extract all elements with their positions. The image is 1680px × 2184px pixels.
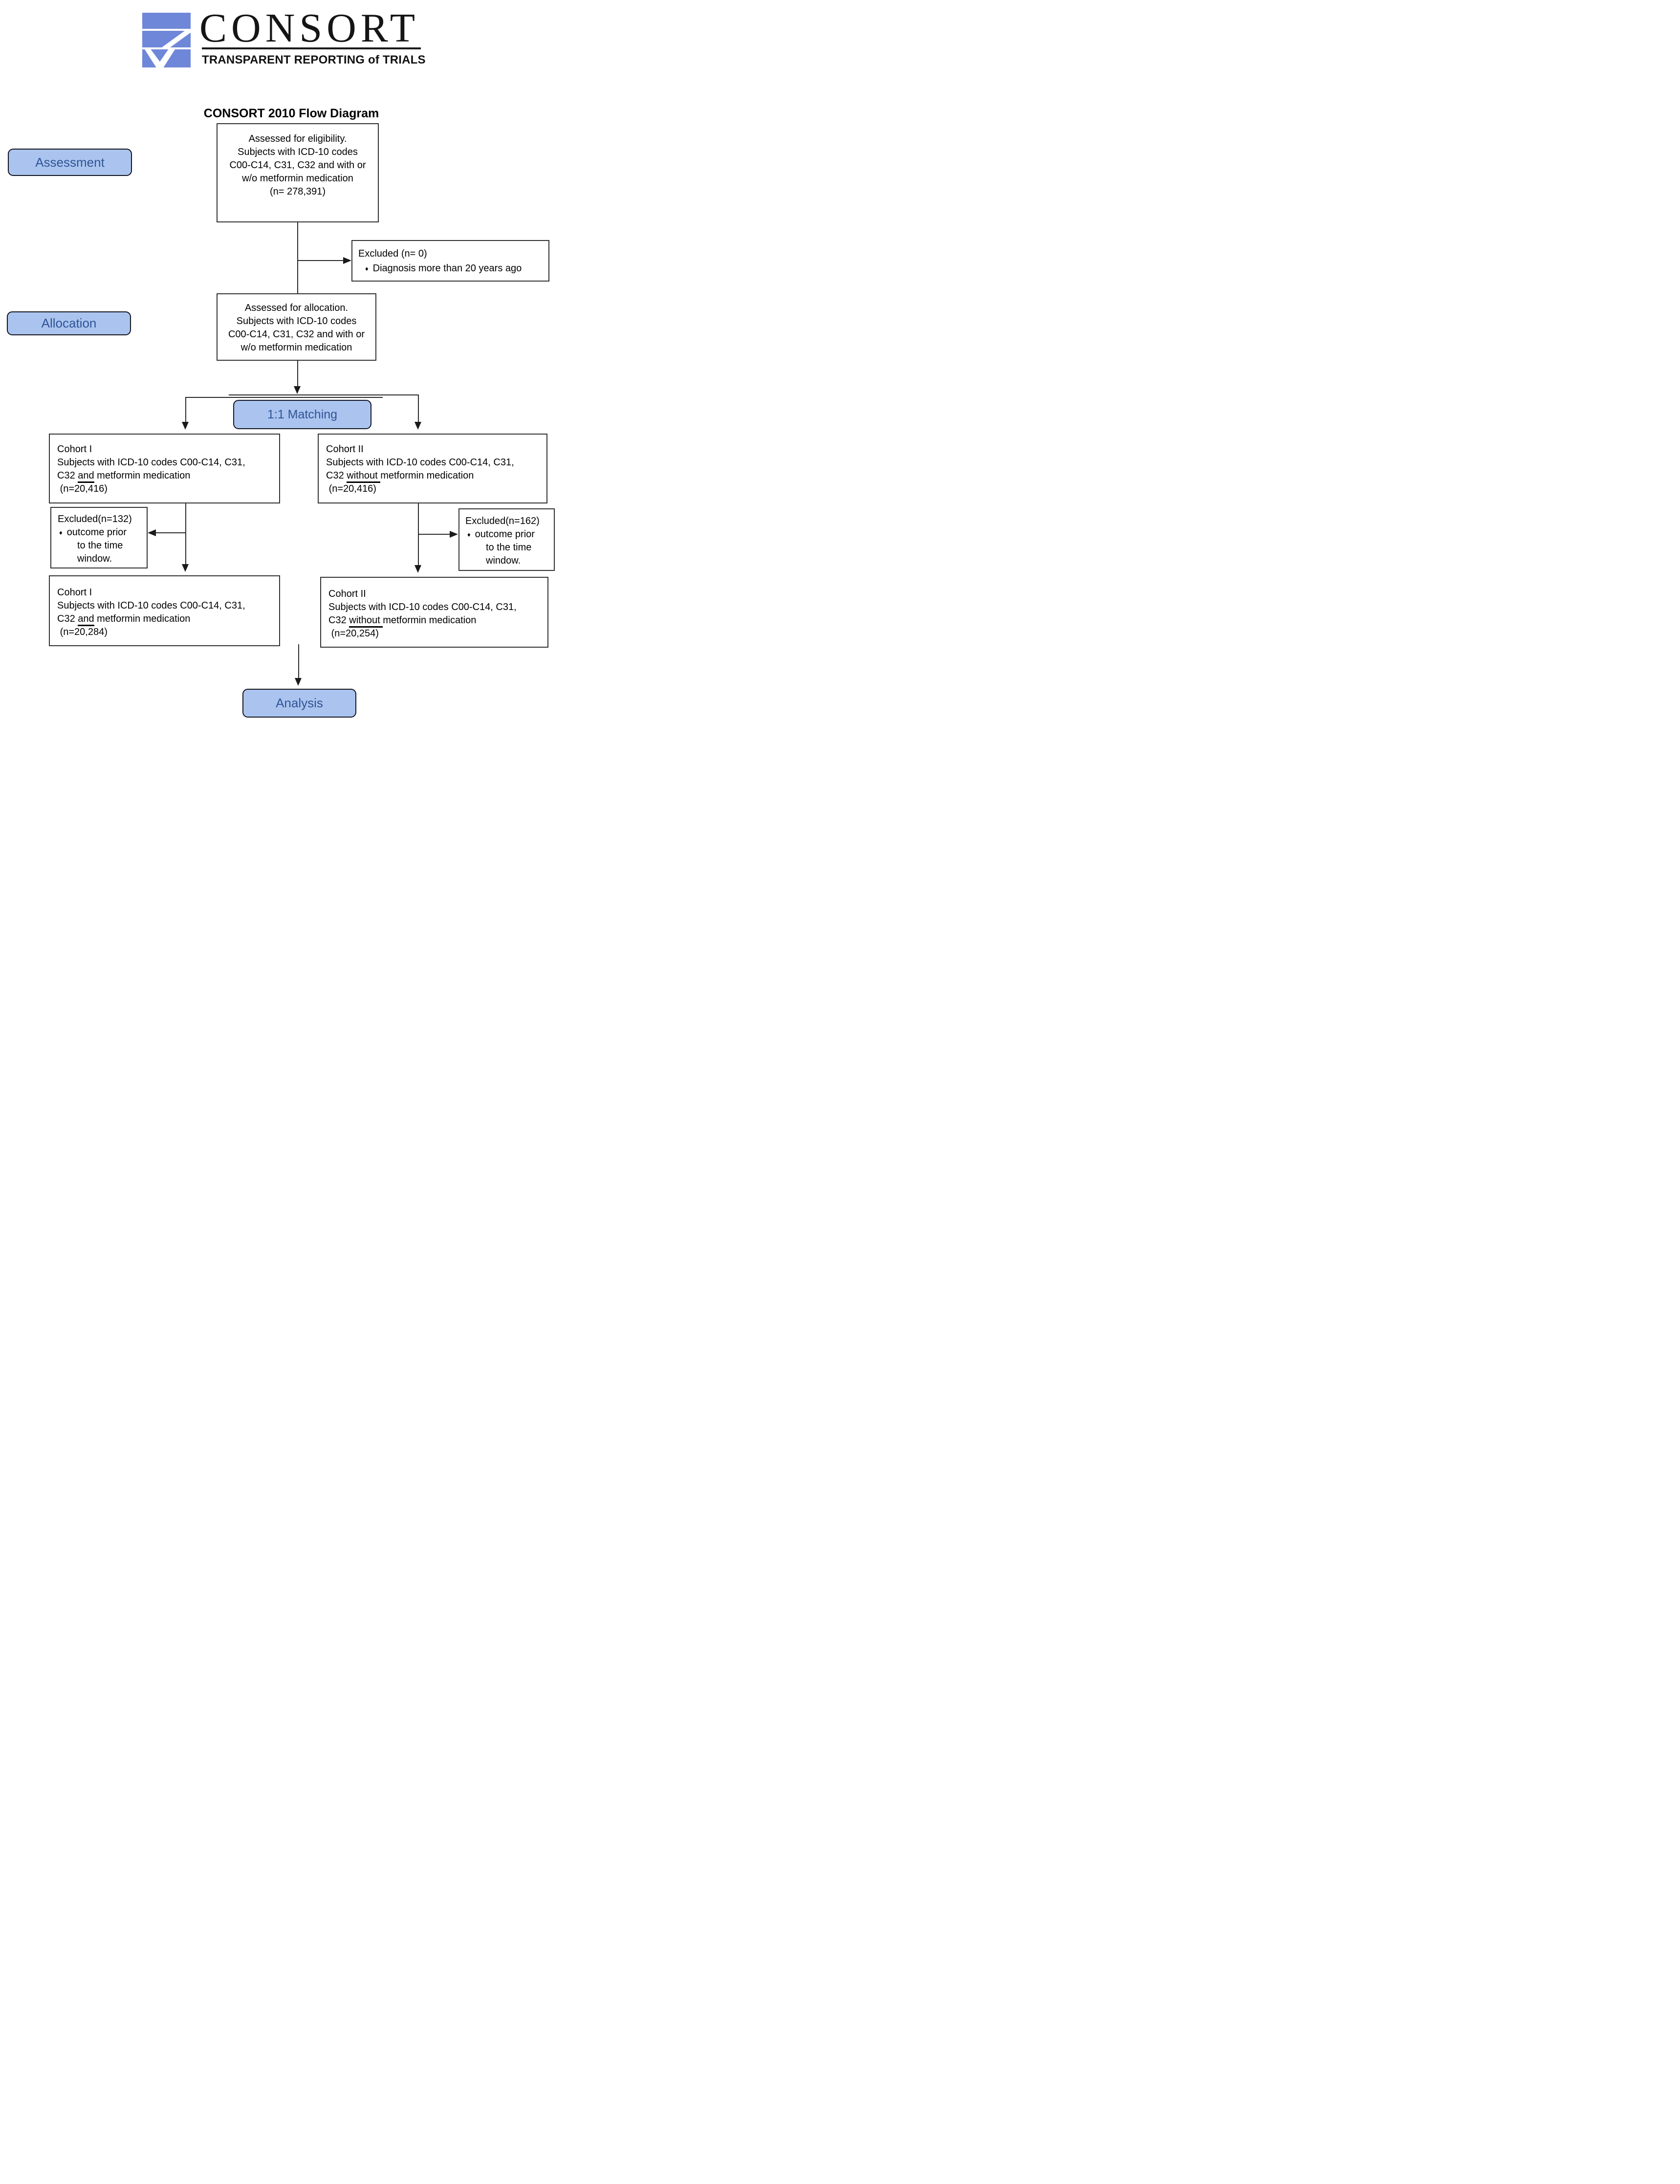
diamond-bullet-icon: ♦ [365,265,369,272]
connector-analysis [298,644,299,678]
excluded-top-reason: Diagnosis more than 20 years ago [372,263,522,274]
cohort2-final-box: Cohort II Subjects with ICD-10 codes C00… [320,577,548,648]
underlined-without: without [349,615,383,628]
eligibility-box: Assessed for eligibility. Subjects with … [217,123,379,222]
stage-label-matching: 1:1 Matching [233,400,371,429]
logo-band-middle [142,31,191,47]
cohort1-line2: Subjects with ICD-10 codes C00-C14, C31, [57,457,245,468]
cohort1-line3: C32 and metformin medication [57,469,272,483]
excluded-right-reason-cont: to the time [486,542,532,553]
branch-bar-upper [229,394,419,395]
arrowhead-cohort2 [415,422,421,430]
cohort2-line3: C32 without metformin medication [326,469,539,483]
excluded-right-title: Excluded(n=162) [465,516,540,526]
arrowhead-cohort1 [182,422,189,430]
branch-drop-right [418,394,419,422]
excluded-left-reason: outcome prior [66,527,127,538]
arrowhead-branch [294,386,301,394]
underlined-without: without [347,470,381,483]
cohort2-line2: Subjects with ICD-10 codes C00-C14, C31, [326,457,514,468]
arrowhead-excluded-left [148,529,156,536]
logo-band-bottom [142,49,191,67]
branch-bar-lower [185,397,383,398]
cohort2-title: Cohort II [326,444,364,455]
consort-logo-icon [142,13,191,67]
cohort1-box: Cohort I Subjects with ICD-10 codes C00-… [49,434,280,503]
connector-excluded-top [297,260,344,261]
connector-excluded-right [419,534,450,535]
eligibility-line: C00-C14, C31, C32 and with or [229,160,366,171]
allocation-line: w/o metformin medication [240,342,352,353]
stage-label-assessment-text: Assessment [35,154,105,170]
connector-cohort1-final [185,503,186,565]
cohort2-n: (n=20,416) [326,483,376,494]
connector-cohort2-final [418,503,419,566]
cohort2-final-title: Cohort II [328,589,366,599]
arrowhead-excluded-right [450,531,458,538]
consort-tagline: TRANSPARENT REPORTING of TRIALS [202,53,426,66]
allocation-line: C00-C14, C31, C32 and with or [228,329,365,340]
eligibility-line: Assessed for eligibility. [248,133,347,144]
excluded-right-reason: outcome prior [475,529,535,540]
excluded-left-reason-cont: to the time [77,540,123,551]
logo-slash-icon [162,31,191,47]
diamond-bullet-icon: ♦ [59,529,63,536]
logo-check-icon [145,49,175,67]
arrowhead-excluded-top [343,257,351,264]
allocation-line: Subjects with ICD-10 codes [236,316,357,327]
consort-wordmark: CONSORT [199,5,420,51]
stage-label-allocation: Allocation [7,311,131,335]
diamond-bullet-icon: ♦ [467,531,471,538]
excluded-right-reason-cont: window. [486,555,521,566]
allocation-line: Assessed for allocation. [244,303,349,313]
stage-label-analysis: Analysis [242,689,356,718]
arrowhead-cohort2-final [415,565,421,573]
cohort2-final-line2: Subjects with ICD-10 codes C00-C14, C31, [328,602,517,612]
eligibility-line: Subjects with ICD-10 codes [238,147,358,157]
logo-divider [202,47,421,49]
excluded-left-reason-cont: window. [77,553,112,564]
page-title: CONSORT 2010 Flow Diagram [203,107,379,120]
cohort1-final-line2: Subjects with ICD-10 codes C00-C14, C31, [57,600,245,611]
cohort1-title: Cohort I [57,444,92,455]
connector-eligibility-allocation [297,222,298,293]
consort-flow-diagram-page: CONSORT TRANSPARENT REPORTING of TRIALS … [0,0,560,728]
cohort2-final-n: (n=20,254) [328,628,379,639]
logo-band-top [142,13,191,29]
excluded-top-box: Excluded (n= 0) ♦Diagnosis more than 20 … [351,240,549,282]
underlined-and: and [78,613,94,626]
connector-allocation-branch [297,361,298,387]
cohort1-final-title: Cohort I [57,587,92,598]
cohort1-final-line3: C32 and metformin medication [57,612,272,626]
cohort1-n: (n=20,416) [57,483,108,494]
eligibility-line: w/o metformin medication [242,173,353,184]
cohort1-final-box: Cohort I Subjects with ICD-10 codes C00-… [49,575,280,646]
stage-label-matching-text: 1:1 Matching [267,407,338,421]
excluded-top-title: Excluded (n= 0) [358,248,427,259]
excluded-right-box: Excluded(n=162) ♦ outcome prior to the ti… [458,508,555,571]
cohort2-final-line3: C32 without metformin medication [328,614,540,628]
cohort1-final-n: (n=20,284) [57,627,108,637]
arrowhead-cohort1-final [182,564,189,572]
excluded-left-box: Excluded(n=132) ♦outcome prior to the ti… [50,507,148,568]
stage-label-analysis-text: Analysis [276,696,323,710]
eligibility-n: (n= 278,391) [270,186,326,197]
underlined-and: and [78,470,94,483]
connector-excluded-left [155,532,186,533]
excluded-left-title: Excluded(n=132) [58,514,132,524]
arrowhead-analysis [295,678,302,686]
cohort2-box: Cohort II Subjects with ICD-10 codes C00… [318,434,547,503]
branch-drop-left [185,397,186,422]
stage-label-allocation-text: Allocation [41,316,97,330]
stage-label-assessment: Assessment [8,149,132,176]
allocation-box: Assessed for allocation. Subjects with I… [217,293,376,361]
